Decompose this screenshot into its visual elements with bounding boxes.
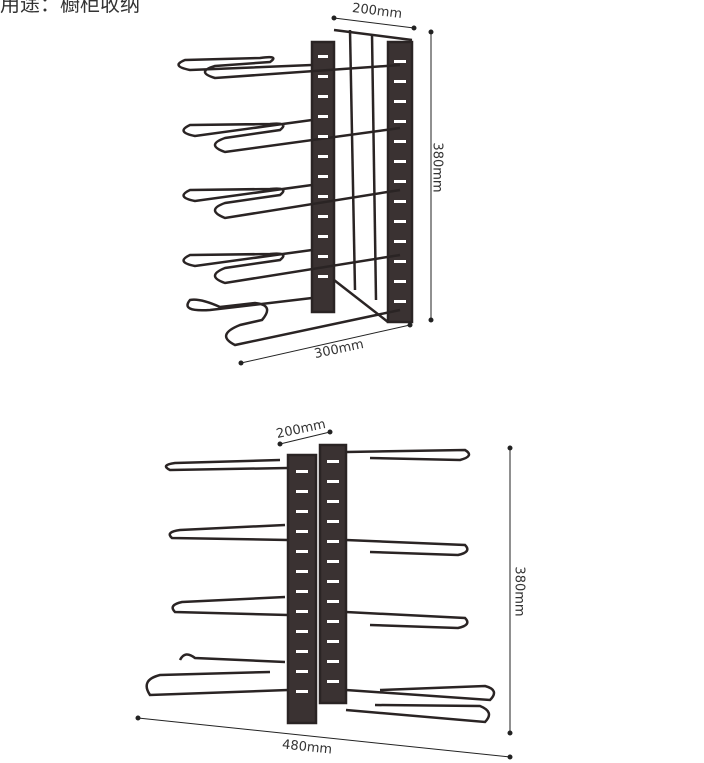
top-dimension-lines (238, 15, 434, 366)
bottom-rack-image (145, 443, 496, 725)
usage-caption: 用途：橱柜收纳 (0, 0, 140, 16)
bottom-height-label: 380mm (511, 566, 527, 617)
top-rack-image (177, 28, 414, 347)
top-height-label: 380mm (429, 142, 445, 193)
bottom-dimension-lines (135, 429, 513, 760)
